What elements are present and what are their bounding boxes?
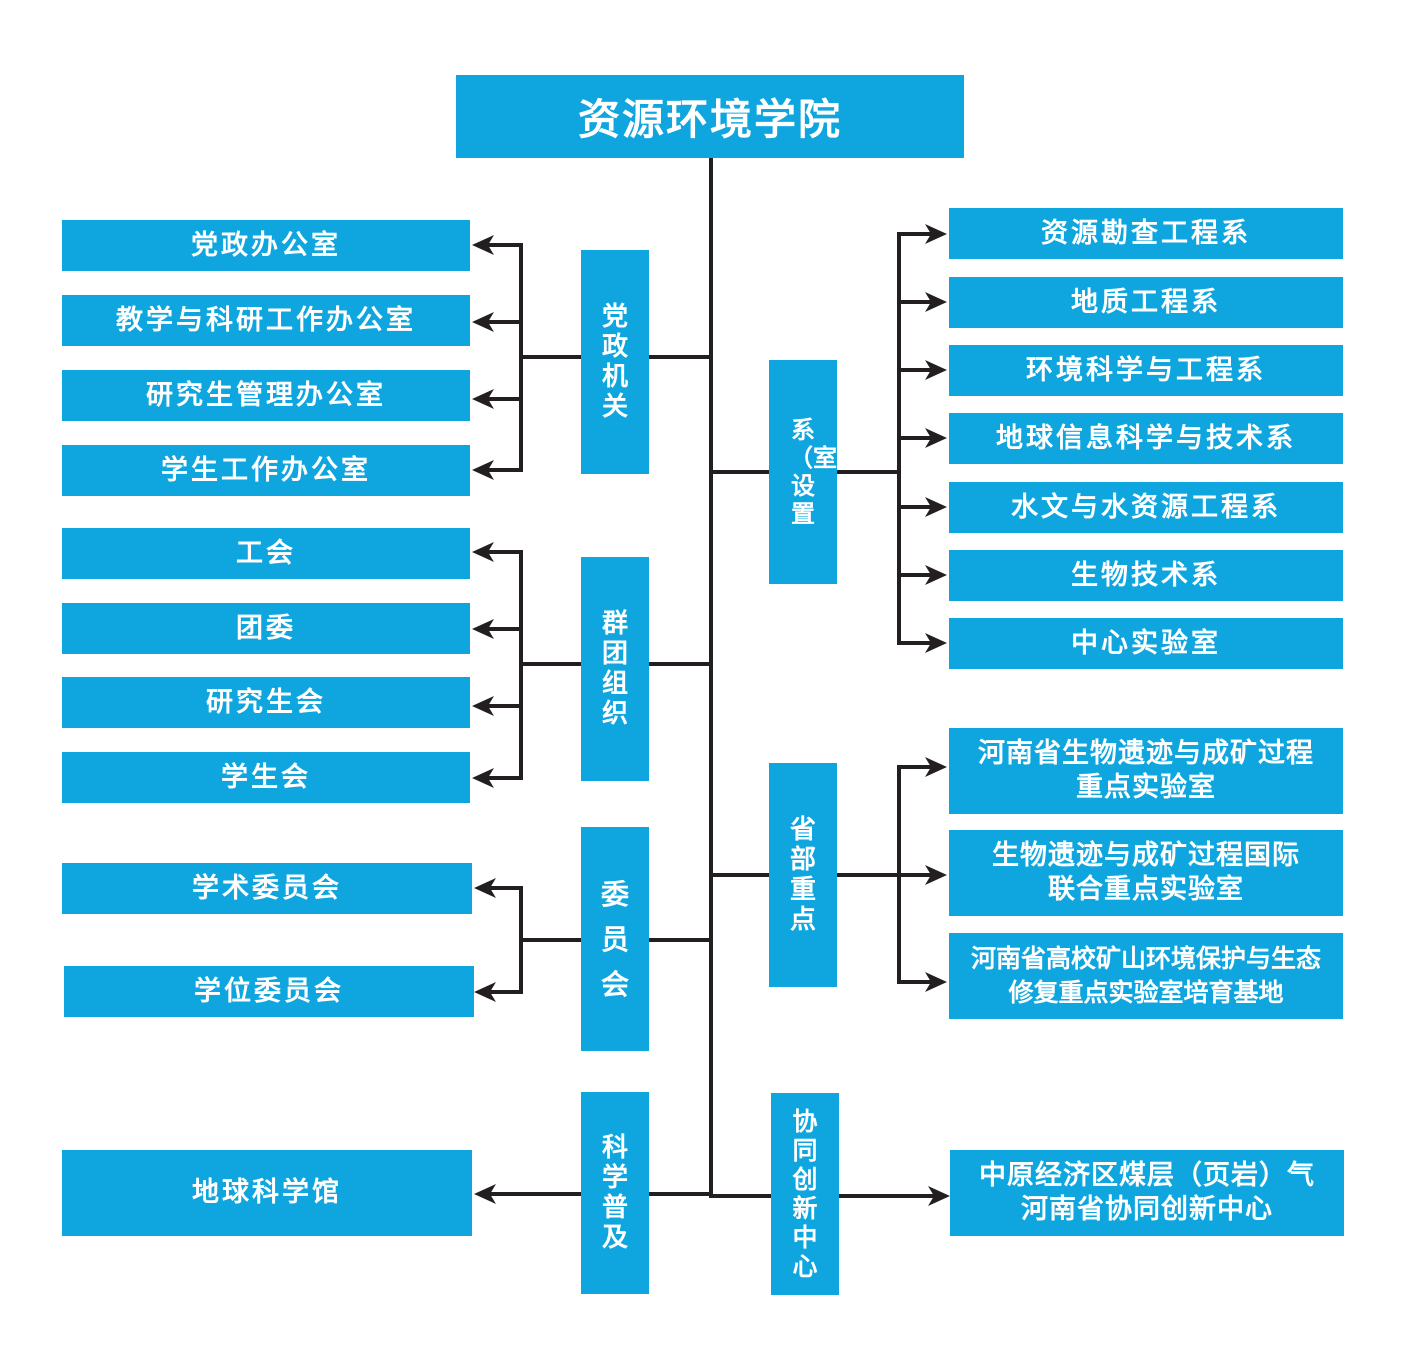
arrow-right-icon — [925, 972, 947, 992]
leaf-resource-exploration-dept: 资源勘查工程系 — [949, 208, 1343, 259]
category-science-popularization: 科学普及 — [581, 1092, 649, 1294]
category-departments: 系（室）设置 — [769, 360, 861, 584]
category-mass-organizations: 群团组织 — [581, 557, 649, 781]
leaf-international-joint-lab: 生物遗迹与成矿过程国际 联合重点实验室 — [949, 830, 1343, 916]
leaf-earth-science-museum: 地球科学馆 — [62, 1150, 472, 1236]
arrow-right-icon — [925, 757, 947, 777]
leaf-label: 河南省高校矿山环境保护与生态 修复重点实验室培育基地 — [970, 944, 1321, 1007]
leaf-label: 学术委员会 — [192, 872, 342, 904]
category-label: 党政机关 — [601, 302, 628, 422]
arrow-left-icon — [472, 235, 494, 255]
leaf-teaching-research-office: 教学与科研工作办公室 — [62, 295, 470, 346]
leaf-label: 学位委员会 — [194, 975, 344, 1007]
leaf-label: 地质工程系 — [1071, 286, 1221, 318]
category-label: 协同创新中心 — [792, 1107, 818, 1281]
arrow-right-icon — [925, 633, 947, 653]
leaf-hydrology-dept: 水文与水资源工程系 — [949, 482, 1343, 533]
category-label: 系（室）设置 — [789, 416, 861, 528]
category-label: 省部重点 — [789, 815, 816, 935]
arrow-right-icon — [928, 1186, 950, 1206]
category-key-labs: 省部重点 — [769, 763, 837, 987]
arrow-left-icon — [474, 1184, 496, 1204]
leaf-label: 学生工作办公室 — [161, 454, 371, 486]
arrow-right-icon — [925, 360, 947, 380]
leaf-graduate-union: 研究生会 — [62, 677, 470, 728]
leaf-label: 教学与科研工作办公室 — [116, 304, 416, 336]
leaf-label: 党政办公室 — [191, 229, 341, 261]
arrow-right-icon — [925, 292, 947, 312]
leaf-central-lab: 中心实验室 — [949, 618, 1343, 669]
arrow-right-icon — [925, 428, 947, 448]
leaf-label: 工会 — [236, 537, 296, 569]
arrow-left-icon — [472, 542, 494, 562]
arrow-left-icon — [474, 982, 496, 1002]
leaf-label: 河南省生物遗迹与成矿过程 重点实验室 — [978, 738, 1314, 803]
category-collaborative-innovation: 协同创新中心 — [771, 1093, 839, 1295]
category-party-admin: 党政机关 — [581, 250, 649, 474]
arrow-left-icon — [472, 389, 494, 409]
arrow-left-icon — [472, 619, 494, 639]
leaf-label: 地球信息科学与技术系 — [996, 422, 1296, 454]
root-title: 资源环境学院 — [577, 95, 842, 144]
leaf-label: 生物遗迹与成矿过程国际 联合重点实验室 — [992, 840, 1300, 905]
leaf-henan-bio-trace-lab: 河南省生物遗迹与成矿过程 重点实验室 — [949, 728, 1343, 814]
leaf-biotechnology-dept: 生物技术系 — [949, 550, 1343, 601]
arrow-right-icon — [925, 224, 947, 244]
leaf-geological-engineering-dept: 地质工程系 — [949, 277, 1343, 328]
arrow-left-icon — [472, 768, 494, 788]
leaf-party-office: 党政办公室 — [62, 220, 470, 271]
arrow-left-icon — [474, 878, 496, 898]
arrow-left-icon — [472, 460, 494, 480]
arrow-right-icon — [925, 497, 947, 517]
leaf-label: 环境科学与工程系 — [1026, 354, 1266, 386]
leaf-label: 研究生管理办公室 — [146, 379, 386, 411]
leaf-labor-union: 工会 — [62, 528, 470, 579]
arrow-left-icon — [472, 312, 494, 332]
leaf-label: 学生会 — [221, 761, 311, 793]
leaf-label: 水文与水资源工程系 — [1011, 491, 1281, 523]
leaf-label: 中心实验室 — [1071, 627, 1221, 659]
arrow-left-icon — [472, 696, 494, 716]
leaf-academic-committee: 学术委员会 — [62, 863, 472, 914]
leaf-geoinformatics-dept: 地球信息科学与技术系 — [949, 413, 1343, 464]
leaf-label: 资源勘查工程系 — [1041, 217, 1251, 249]
arrow-right-icon — [925, 565, 947, 585]
leaf-graduate-office: 研究生管理办公室 — [62, 370, 470, 421]
leaf-label: 地球科学馆 — [192, 1177, 342, 1208]
category-label: 科学普及 — [601, 1133, 628, 1253]
leaf-student-union: 学生会 — [62, 752, 470, 803]
category-committees: 委员会 — [581, 827, 649, 1051]
category-label: 群团组织 — [601, 609, 628, 729]
leaf-mine-environment-lab: 河南省高校矿山环境保护与生态 修复重点实验室培育基地 — [949, 933, 1343, 1019]
leaf-youth-league: 团委 — [62, 603, 470, 654]
root-box: 资源环境学院 — [456, 75, 964, 158]
leaf-label: 团委 — [236, 612, 296, 644]
leaf-label: 中原经济区煤层（页岩）气 河南省协同创新中心 — [979, 1160, 1315, 1225]
leaf-label: 生物技术系 — [1071, 559, 1221, 591]
leaf-label: 研究生会 — [206, 686, 326, 718]
leaf-coalbed-gas-center: 中原经济区煤层（页岩）气 河南省协同创新中心 — [950, 1150, 1344, 1236]
category-label: 委员会 — [601, 877, 630, 1001]
leaf-degree-committee: 学位委员会 — [64, 966, 474, 1017]
leaf-student-affairs-office: 学生工作办公室 — [62, 445, 470, 496]
leaf-environmental-science-dept: 环境科学与工程系 — [949, 345, 1343, 396]
arrow-right-icon — [925, 865, 947, 885]
